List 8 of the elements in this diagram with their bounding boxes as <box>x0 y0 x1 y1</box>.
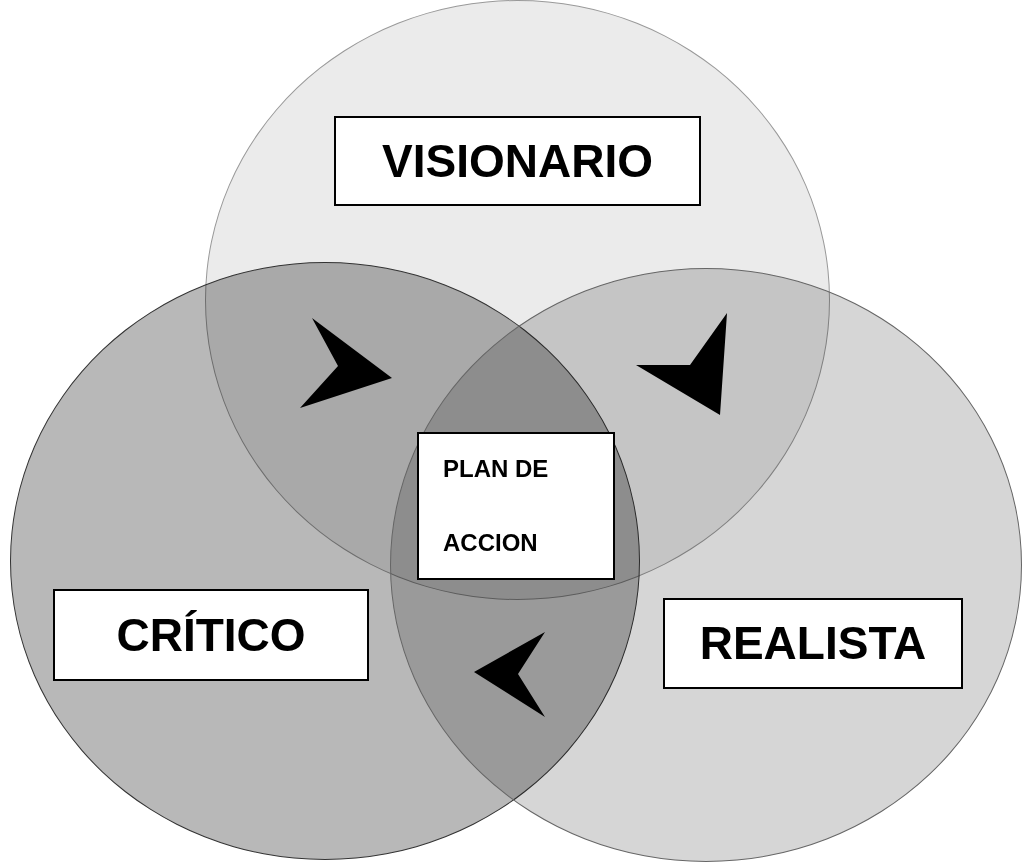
label-box <box>53 589 369 681</box>
label-box <box>417 432 615 580</box>
label-text: VISIONARIO <box>382 135 653 187</box>
label-text: PLAN DE ACCION <box>443 453 550 558</box>
label-box <box>334 116 701 206</box>
label-text: CRÍTICO <box>116 609 306 661</box>
label-box <box>663 598 963 689</box>
label-text: REALISTA <box>699 618 927 669</box>
